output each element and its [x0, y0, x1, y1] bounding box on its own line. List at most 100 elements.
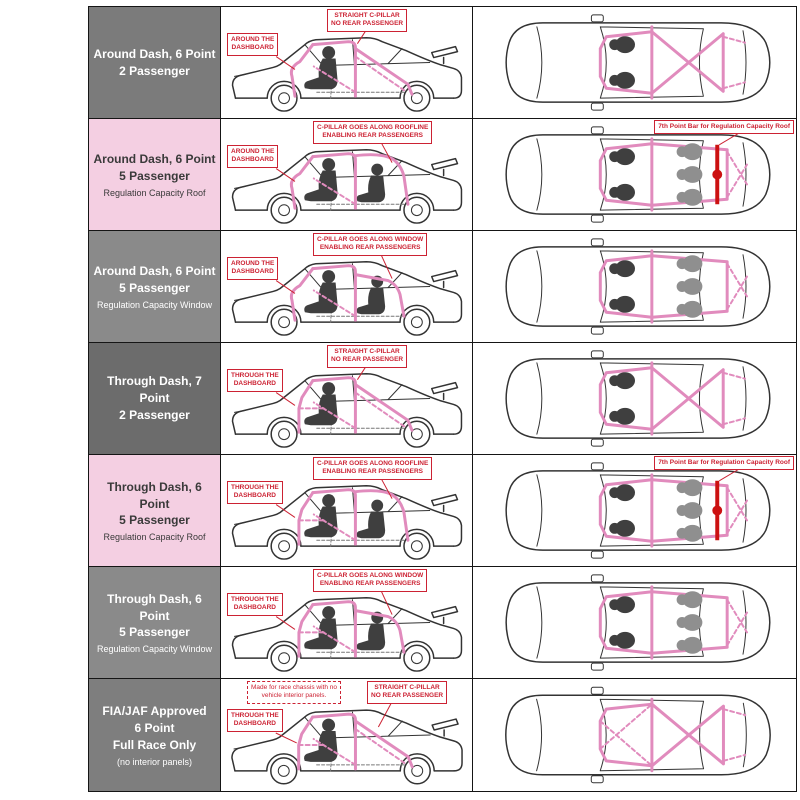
callout-leader-line [275, 392, 296, 406]
front-passenger-figure [609, 71, 635, 89]
car-top-illustration [505, 686, 771, 784]
config-subtitle: (no interior panels) [116, 756, 193, 767]
top-view-cell [473, 7, 796, 118]
config-label: Through Dash, 6 Point 5 Passenger Regula… [89, 455, 221, 566]
callout-leader-line [275, 56, 296, 70]
callout-cpillar: STRAIGHT C-PILLAR NO REAR PASSENGER [367, 681, 448, 704]
row-around-dash-6pt-5pass-roof: Around Dash, 6 Point 5 Passenger Regulat… [89, 119, 796, 231]
callout-7th-point-bar: 7th Point Bar for Regulation Capacity Ro… [654, 456, 794, 471]
callout-leader-line [379, 476, 393, 499]
config-title: Around Dash, 6 Point 2 Passenger [93, 46, 216, 78]
config-title: Through Dash, 7 Point 2 Passenger [107, 374, 202, 422]
roll-cage-top-rear-cross [650, 702, 747, 768]
side-view-cell: AROUND THE DASHBOARD C-PILLAR GOES ALONG… [221, 231, 473, 342]
car-side-illustration [231, 700, 463, 785]
car-side-illustration [231, 476, 463, 560]
car-side-illustration [231, 140, 463, 224]
rear-passenger-figure [676, 166, 703, 183]
side-view-cell: THROUGH THE DASHBOARD C-PILLAR GOES ALON… [221, 455, 473, 566]
config-title: Around Dash, 6 Point 5 Passenger [93, 264, 216, 295]
driver-figure [609, 596, 635, 614]
config-label: Around Dash, 6 Point 2 Passenger [89, 7, 221, 118]
config-label: Through Dash, 6 Point 5 Passenger Regula… [89, 567, 221, 678]
car-top-body [505, 350, 771, 447]
config-label: Around Dash, 6 Point 5 Passenger Regulat… [89, 231, 221, 342]
callout-dashboard: AROUND THE DASHBOARD [227, 257, 279, 280]
row-around-dash-6pt-2pass: Around Dash, 6 Point 2 Passenger AROUND … [89, 7, 796, 119]
rear-passenger-figure [676, 278, 703, 295]
rear-passenger-figure [356, 163, 386, 203]
top-view-cell [473, 343, 796, 454]
row-through-dash-6pt-5pass-window: Through Dash, 6 Point 5 Passenger Regula… [89, 567, 796, 679]
driver-figure [609, 260, 635, 278]
callout-leader-line [275, 504, 296, 518]
callout-leader-line [379, 140, 393, 163]
config-label: Through Dash, 7 Point 2 Passenger [89, 343, 221, 454]
top-view-cell [473, 567, 796, 678]
car-side-illustration [231, 588, 463, 672]
rear-passenger-figure [676, 502, 703, 519]
config-title: Through Dash, 6 Point 5 Passenger [107, 591, 202, 640]
top-view-cell: 7th Point Bar for Regulation Capacity Ro… [473, 119, 796, 230]
driver-figure [609, 148, 635, 166]
callout-leader-line [275, 280, 296, 294]
callout-leader-line [275, 168, 296, 182]
car-top-body [505, 126, 771, 223]
callout-dashboard: THROUGH THE DASHBOARD [227, 709, 283, 732]
rear-passenger-figure [356, 499, 386, 539]
callout-cpillar: C-PILLAR GOES ALONG WINDOW ENABLING REAR… [313, 233, 428, 256]
config-label: Around Dash, 6 Point 5 Passenger Regulat… [89, 119, 221, 230]
driver-figure [304, 270, 338, 314]
rear-passenger-figure [356, 275, 386, 315]
callout-leader-line [379, 252, 393, 279]
rear-passenger-figure [676, 614, 703, 631]
callout-race-chassis-note: Made for race chassis with no vehicle in… [247, 681, 341, 704]
driver-figure [304, 46, 338, 90]
callout-cpillar: C-PILLAR GOES ALONG ROOFLINE ENABLING RE… [313, 457, 433, 480]
front-passenger-figure [609, 295, 635, 313]
callout-leader-line [275, 732, 297, 744]
rear-passenger-figure [356, 611, 386, 651]
config-title: FIA/JAF Approved 6 Point Full Race Only [102, 704, 207, 752]
rollcage-configuration-chart: Around Dash, 6 Point 2 Passenger AROUND … [88, 6, 797, 792]
front-passenger-figure [609, 407, 635, 425]
callout-leader-line [275, 616, 296, 630]
driver-figure [609, 484, 635, 502]
side-view-cell: AROUND THE DASHBOARD C-PILLAR GOES ALONG… [221, 119, 473, 230]
driver-figure [609, 372, 635, 390]
driver-figure [304, 158, 338, 202]
car-side-illustration [231, 252, 463, 336]
callout-dashboard: AROUND THE DASHBOARD [227, 33, 279, 56]
config-subtitle: Regulation Capacity Window [96, 644, 213, 655]
row-around-dash-6pt-5pass-window: Around Dash, 6 Point 5 Passenger Regulat… [89, 231, 796, 343]
car-top-body [505, 238, 771, 335]
callout-dashboard: THROUGH THE DASHBOARD [227, 481, 283, 504]
config-title: Through Dash, 6 Point 5 Passenger [107, 479, 202, 528]
config-subtitle: Regulation Capacity Window [96, 299, 213, 310]
roll-cage-top-rear-cross [650, 366, 747, 431]
row-fia-jaf-6pt-full-race: FIA/JAF Approved 6 Point Full Race Only … [89, 679, 796, 791]
car-top-illustration [505, 574, 771, 671]
callout-leader-line [379, 588, 393, 615]
callout-dashboard: AROUND THE DASHBOARD [227, 145, 279, 168]
car-top-body [505, 686, 771, 784]
callout-leader-line [377, 700, 393, 728]
front-passenger-figure [609, 183, 635, 201]
callout-cpillar: STRAIGHT C-PILLAR NO REAR PASSENGER [327, 345, 408, 368]
car-top-body [505, 462, 771, 559]
car-top-illustration [505, 238, 771, 335]
callout-cpillar: C-PILLAR GOES ALONG WINDOW ENABLING REAR… [313, 569, 428, 592]
side-view-cell: Made for race chassis with no vehicle in… [221, 679, 473, 791]
car-top-illustration [505, 462, 771, 559]
roll-cage-top-door-cross [598, 702, 654, 768]
row-through-dash-7pt-2pass: Through Dash, 7 Point 2 Passenger THROUG… [89, 343, 796, 455]
top-view-cell [473, 679, 796, 791]
side-view-cell: THROUGH THE DASHBOARD STRAIGHT C-PILLAR … [221, 343, 473, 454]
config-label: FIA/JAF Approved 6 Point Full Race Only … [89, 679, 221, 791]
callout-7th-point-bar: 7th Point Bar for Regulation Capacity Ro… [654, 120, 794, 135]
driver-figure [609, 36, 635, 54]
car-top-body [505, 14, 771, 111]
top-view-cell [473, 231, 796, 342]
front-passenger-figure [609, 519, 635, 537]
side-view-cell: AROUND THE DASHBOARD STRAIGHT C-PILLAR N… [221, 7, 473, 118]
